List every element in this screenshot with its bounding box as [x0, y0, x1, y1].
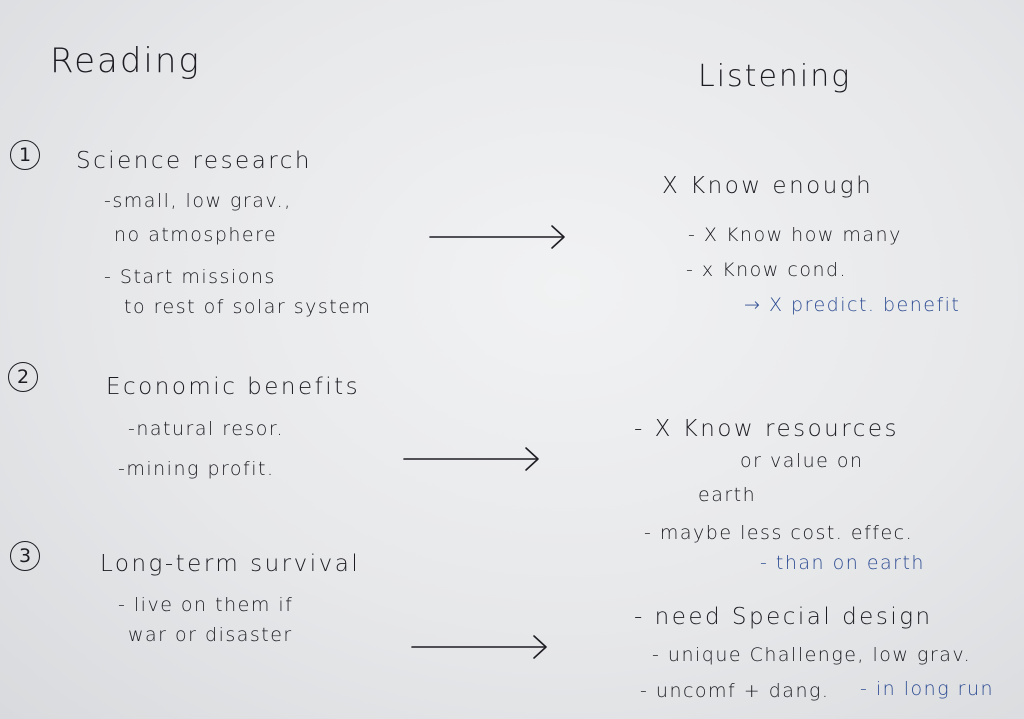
reading-point-2-title: Economic benefits — [106, 374, 361, 400]
reading-heading: Reading — [50, 41, 201, 81]
listening-point-2-line: - X Know resources — [634, 416, 899, 442]
reading-point-1-detail: to rest of solar system — [124, 296, 372, 318]
point-number-2: 2 — [8, 362, 38, 392]
listening-point-1-line: X Know enough — [662, 173, 874, 199]
listening-point-1-line: - x Know cond. — [686, 259, 848, 281]
listening-point-3-line: - unique Challenge, low grav. — [652, 644, 972, 666]
listening-point-2-line: - maybe less cost. effec. — [644, 522, 914, 544]
point-number-1: 1 — [10, 140, 40, 170]
reading-point-2-detail: -mining profit. — [118, 458, 275, 480]
reading-point-3-detail: - live on them if — [118, 594, 294, 616]
listening-point-2-line: or value on — [740, 450, 864, 472]
listening-point-1-line: → X predict. benefit — [744, 294, 961, 316]
listening-point-3-line: - in long run — [860, 678, 995, 700]
reading-point-2-detail: -natural resor. — [128, 418, 285, 440]
point-number-3: 3 — [10, 541, 40, 571]
listening-point-3-line: - uncomf + dang. — [640, 680, 830, 702]
listening-point-1-line: - X Know how many — [688, 224, 902, 246]
reading-point-3-title: Long-term survival — [100, 551, 361, 577]
reading-point-1-detail: -small, low grav., — [104, 190, 292, 212]
listening-heading: Listening — [698, 59, 852, 94]
reading-point-1-title: Science research — [76, 148, 312, 174]
listening-point-2-line: earth — [698, 484, 757, 506]
reading-point-1-detail: - Start missions — [104, 266, 276, 288]
listening-point-3-line: - need Special design — [634, 604, 933, 630]
arrow-right-icon — [429, 225, 565, 249]
reading-point-3-detail: war or disaster — [128, 624, 293, 646]
reading-point-1-detail: no atmosphere — [114, 224, 278, 246]
arrow-right-icon — [403, 447, 539, 471]
listening-point-2-line: - than on earth — [760, 552, 925, 574]
arrow-right-icon — [411, 635, 547, 659]
